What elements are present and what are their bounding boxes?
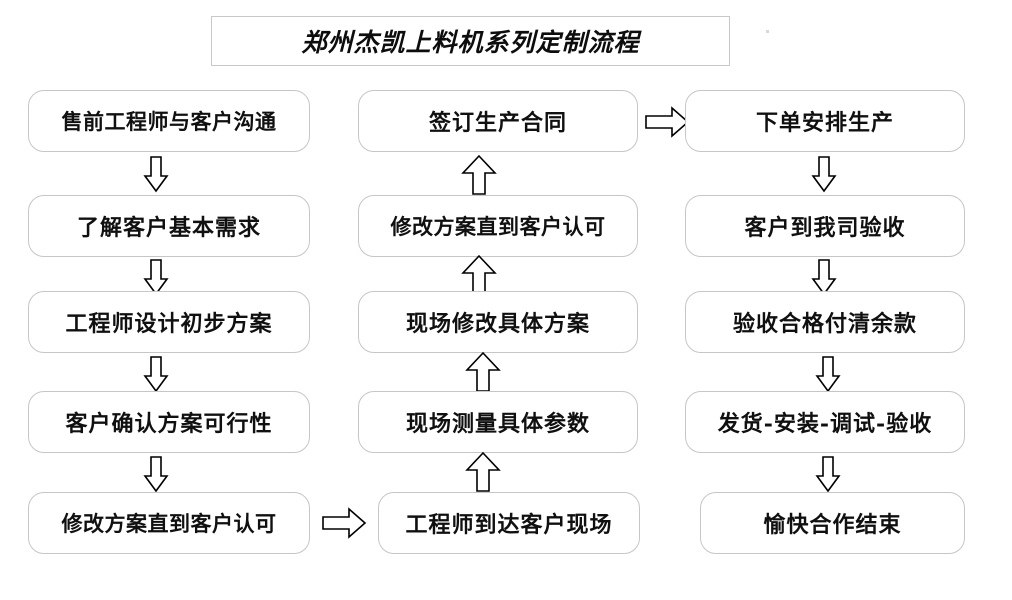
arrow-up-c2n3-c2n2 xyxy=(461,254,497,295)
flow-node-label: 工程师设计初步方案 xyxy=(65,311,273,337)
flow-node-c3n3[interactable]: 验收合格付清余款 xyxy=(685,291,965,353)
flow-node-label: 签订生产合同 xyxy=(428,110,567,136)
flow-node-label: 修改方案直到客户认可 xyxy=(61,511,277,536)
flow-node-label: 了解客户基本需求 xyxy=(76,215,261,241)
arrow-down-c1n1-c1n2 xyxy=(143,156,169,193)
flow-node-c3n2[interactable]: 客户到我司验收 xyxy=(685,195,965,257)
flow-node-c2n3[interactable]: 现场修改具体方案 xyxy=(358,291,638,353)
chart-title-box: 郑州杰凯上料机系列定制流程 xyxy=(211,16,730,66)
flow-node-c3n1[interactable]: 下单安排生产 xyxy=(685,90,965,152)
flow-node-label: 下单安排生产 xyxy=(755,110,894,136)
flow-node-c1n4[interactable]: 客户确认方案可行性 xyxy=(28,391,310,453)
flow-node-c2n1[interactable]: 签订生产合同 xyxy=(358,90,638,152)
arrow-right-c2n1-c3n1 xyxy=(645,106,690,138)
arrow-down-c1n4-c1n5 xyxy=(143,456,169,493)
flow-node-c3n5[interactable]: 愉快合作结束 xyxy=(700,492,965,554)
arrow-down-c3n4-c3n5 xyxy=(815,456,841,493)
arrow-down-c1n3-c1n4 xyxy=(143,356,169,393)
arrow-down-c3n1-c3n2 xyxy=(811,156,837,193)
flow-node-label: 客户确认方案可行性 xyxy=(65,411,273,437)
flow-node-label: 工程师到达客户现场 xyxy=(405,512,613,538)
flow-node-label: 现场修改具体方案 xyxy=(405,311,590,337)
flow-node-c1n5[interactable]: 修改方案直到客户认可 xyxy=(28,492,310,554)
arrow-up-c2n5-c2n4 xyxy=(465,451,501,492)
flow-node-c1n2[interactable]: 了解客户基本需求 xyxy=(28,195,310,257)
decorative-dot xyxy=(766,30,769,33)
flow-node-c3n4[interactable]: 发货-安装-调试-验收 xyxy=(685,391,965,453)
flow-node-c2n4[interactable]: 现场测量具体参数 xyxy=(358,391,638,453)
arrow-up-c2n4-c2n3 xyxy=(465,351,501,392)
flow-node-label: 修改方案直到客户认可 xyxy=(390,214,606,239)
flow-node-label: 客户到我司验收 xyxy=(744,215,906,241)
flow-node-label: 售前工程师与客户沟通 xyxy=(61,109,277,134)
arrow-right-c1n5-c2n5 xyxy=(322,507,367,539)
arrow-down-c3n2-c3n3 xyxy=(811,259,837,296)
flow-node-label: 现场测量具体参数 xyxy=(405,411,590,437)
arrow-down-c3n3-c3n4 xyxy=(815,356,841,393)
arrow-down-c1n2-c1n3 xyxy=(143,259,169,296)
chart-title: 郑州杰凯上料机系列定制流程 xyxy=(301,28,640,57)
arrow-up-c2n2-c2n1 xyxy=(461,154,497,195)
flow-node-c2n2[interactable]: 修改方案直到客户认可 xyxy=(358,195,638,257)
flow-node-label: 验收合格付清余款 xyxy=(732,311,917,337)
flow-node-c1n3[interactable]: 工程师设计初步方案 xyxy=(28,291,310,353)
flow-node-label: 发货-安装-调试-验收 xyxy=(717,411,933,437)
flow-node-c2n5[interactable]: 工程师到达客户现场 xyxy=(378,492,640,554)
flow-node-label: 愉快合作结束 xyxy=(763,512,902,538)
flow-node-c1n1[interactable]: 售前工程师与客户沟通 xyxy=(28,90,310,152)
